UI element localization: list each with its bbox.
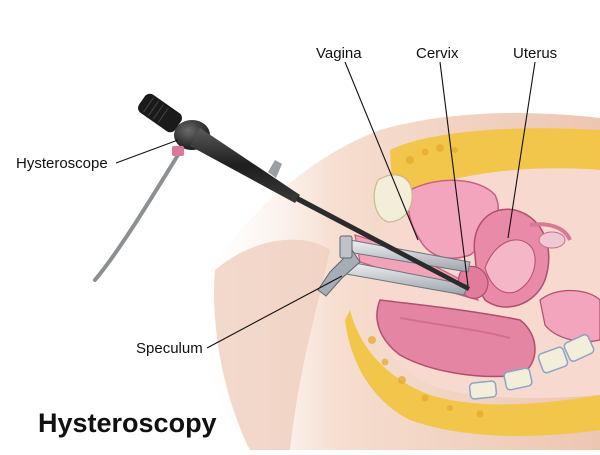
hysteroscope-instrument bbox=[138, 93, 470, 291]
label-uterus: Uterus bbox=[513, 45, 558, 62]
fallopian-tube bbox=[529, 222, 572, 241]
label-hysteroscope: Hysteroscope bbox=[16, 155, 108, 172]
leader-lines bbox=[115, 61, 536, 349]
thigh-shading bbox=[214, 239, 330, 450]
speculum-screw bbox=[339, 235, 353, 259]
leader-speculum bbox=[206, 275, 343, 349]
leader-vagina bbox=[344, 61, 419, 241]
rectum-inner bbox=[399, 317, 511, 339]
scope-shaft bbox=[296, 196, 470, 291]
pubic-bone bbox=[373, 174, 413, 223]
uterine-cavity bbox=[484, 239, 536, 294]
fat-layer bbox=[390, 128, 600, 230]
diagram-title: Hysteroscopy bbox=[38, 408, 217, 438]
fat-layer-lower bbox=[345, 310, 600, 436]
label-speculum: Speculum bbox=[136, 340, 203, 357]
leader-uterus bbox=[507, 61, 536, 239]
leader-cervix bbox=[439, 61, 469, 287]
leader-hysteroscope bbox=[115, 139, 179, 164]
sacrum bbox=[468, 334, 595, 400]
bowel-loop bbox=[539, 289, 600, 343]
scope-cable bbox=[93, 153, 180, 282]
scope-eyepiece bbox=[138, 93, 182, 133]
scope-valve bbox=[268, 160, 282, 178]
label-cervix: Cervix bbox=[416, 45, 459, 62]
label-vagina: Vagina bbox=[316, 45, 362, 62]
speculum-handle bbox=[317, 249, 361, 297]
scope-port bbox=[172, 146, 184, 156]
scope-tapered-body bbox=[190, 128, 300, 203]
ovary bbox=[538, 231, 566, 249]
